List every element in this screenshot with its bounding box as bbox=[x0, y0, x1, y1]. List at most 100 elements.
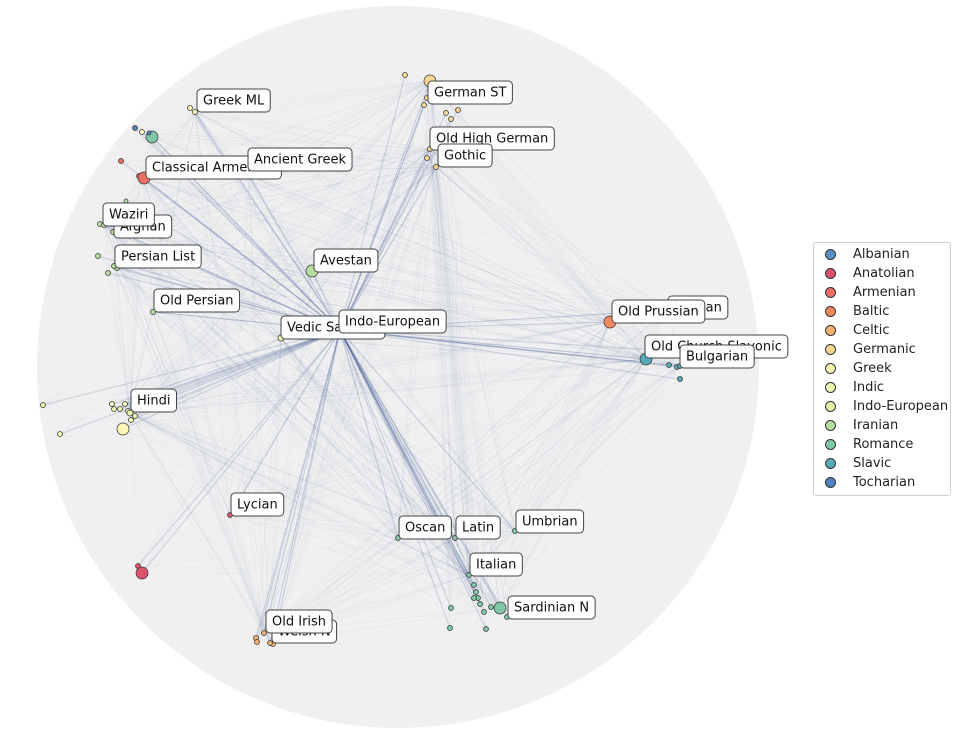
language-node bbox=[57, 431, 63, 437]
legend-label: Albanian bbox=[853, 247, 910, 262]
network-edge bbox=[120, 80, 431, 162]
network-edge bbox=[272, 329, 341, 645]
network-edge bbox=[42, 148, 431, 406]
legend-item: Albanian bbox=[814, 245, 950, 264]
network-edge bbox=[280, 157, 428, 339]
language-node bbox=[448, 605, 454, 611]
network-edge bbox=[272, 166, 437, 645]
network-edge bbox=[255, 80, 431, 639]
network-edge bbox=[138, 175, 341, 331]
network-edge bbox=[435, 166, 669, 311]
network-edge bbox=[112, 231, 456, 539]
network-edge bbox=[122, 321, 611, 430]
network-edge bbox=[468, 378, 681, 576]
network-edge bbox=[229, 514, 470, 576]
network-edge bbox=[397, 537, 470, 576]
network-edge bbox=[134, 80, 431, 129]
language-node bbox=[448, 116, 454, 122]
network-edge bbox=[129, 412, 139, 567]
network-edge bbox=[137, 537, 456, 567]
network-edge bbox=[152, 311, 456, 539]
network-edge bbox=[141, 321, 611, 574]
network-edge bbox=[514, 309, 669, 532]
network-edge bbox=[129, 412, 470, 576]
network-edge bbox=[119, 321, 611, 410]
language-node bbox=[421, 102, 427, 108]
network-edge bbox=[103, 224, 131, 414]
network-edge bbox=[124, 321, 611, 405]
network-edge bbox=[514, 321, 611, 532]
node-label-text: Indo-European bbox=[345, 315, 440, 330]
network-edge bbox=[122, 80, 431, 430]
network-edge bbox=[137, 148, 431, 567]
network-edge bbox=[229, 329, 341, 516]
network-edge bbox=[129, 166, 437, 414]
network-edge bbox=[445, 112, 470, 576]
network-edge bbox=[138, 175, 282, 339]
network-edge bbox=[435, 166, 475, 586]
language-node bbox=[118, 158, 124, 164]
network-edge bbox=[59, 358, 647, 435]
legend-item: Indic bbox=[814, 378, 950, 397]
network-edge bbox=[339, 329, 475, 599]
network-edge bbox=[429, 148, 475, 586]
network-edge bbox=[120, 160, 341, 331]
network-edge bbox=[339, 329, 516, 532]
network-edge bbox=[248, 175, 681, 367]
language-node bbox=[116, 422, 130, 436]
legend-item: Slavic bbox=[814, 454, 950, 473]
network-edge bbox=[113, 321, 611, 410]
network-edge bbox=[189, 107, 282, 339]
network-edge bbox=[129, 412, 451, 629]
network-edge bbox=[129, 349, 656, 414]
network-edge bbox=[272, 337, 282, 645]
network-edge bbox=[435, 166, 470, 576]
language-node bbox=[187, 105, 193, 111]
network-edge bbox=[129, 364, 670, 414]
network-edge bbox=[423, 104, 431, 150]
legend-swatch bbox=[825, 363, 836, 374]
network-edge bbox=[449, 537, 456, 629]
network-edge bbox=[429, 148, 451, 629]
network-edge bbox=[248, 175, 669, 311]
language-node bbox=[666, 362, 672, 368]
network-edge bbox=[42, 337, 282, 406]
language-node bbox=[192, 109, 198, 115]
network-edge bbox=[435, 166, 681, 380]
network-edge bbox=[194, 111, 470, 576]
network-edge bbox=[468, 309, 669, 576]
network-edge bbox=[397, 537, 501, 609]
language-node bbox=[105, 270, 111, 276]
network-edge bbox=[125, 166, 437, 202]
network-edge bbox=[429, 80, 611, 323]
network-edge bbox=[645, 358, 681, 380]
network-edge bbox=[122, 337, 282, 430]
network-edge bbox=[339, 166, 437, 331]
network-edge bbox=[129, 358, 647, 414]
network-edge bbox=[263, 337, 282, 634]
network-edge bbox=[113, 265, 265, 634]
network-edge bbox=[120, 160, 456, 539]
node-label-text: Old Irish bbox=[272, 615, 326, 630]
node-label-box bbox=[102, 202, 155, 227]
network-edge bbox=[457, 109, 470, 576]
language-node bbox=[471, 595, 477, 601]
network-edge bbox=[248, 175, 271, 644]
network-edge bbox=[141, 537, 456, 574]
network-edge bbox=[468, 366, 678, 576]
legend-label: Germanic bbox=[853, 342, 916, 357]
network-edge bbox=[339, 157, 428, 331]
network-edge bbox=[429, 80, 669, 311]
network-edge bbox=[152, 311, 282, 339]
network-edge bbox=[113, 166, 437, 410]
node-label-indo-european: Indo-European bbox=[338, 309, 447, 334]
network-edge bbox=[141, 148, 431, 574]
network-edge bbox=[134, 358, 647, 417]
network-edge bbox=[311, 270, 611, 323]
network-edge bbox=[506, 358, 647, 618]
network-edge bbox=[229, 514, 271, 644]
network-edge bbox=[429, 148, 516, 532]
network-edge bbox=[124, 358, 647, 405]
legend-label: Indic bbox=[853, 380, 885, 395]
network-edge bbox=[339, 148, 431, 331]
